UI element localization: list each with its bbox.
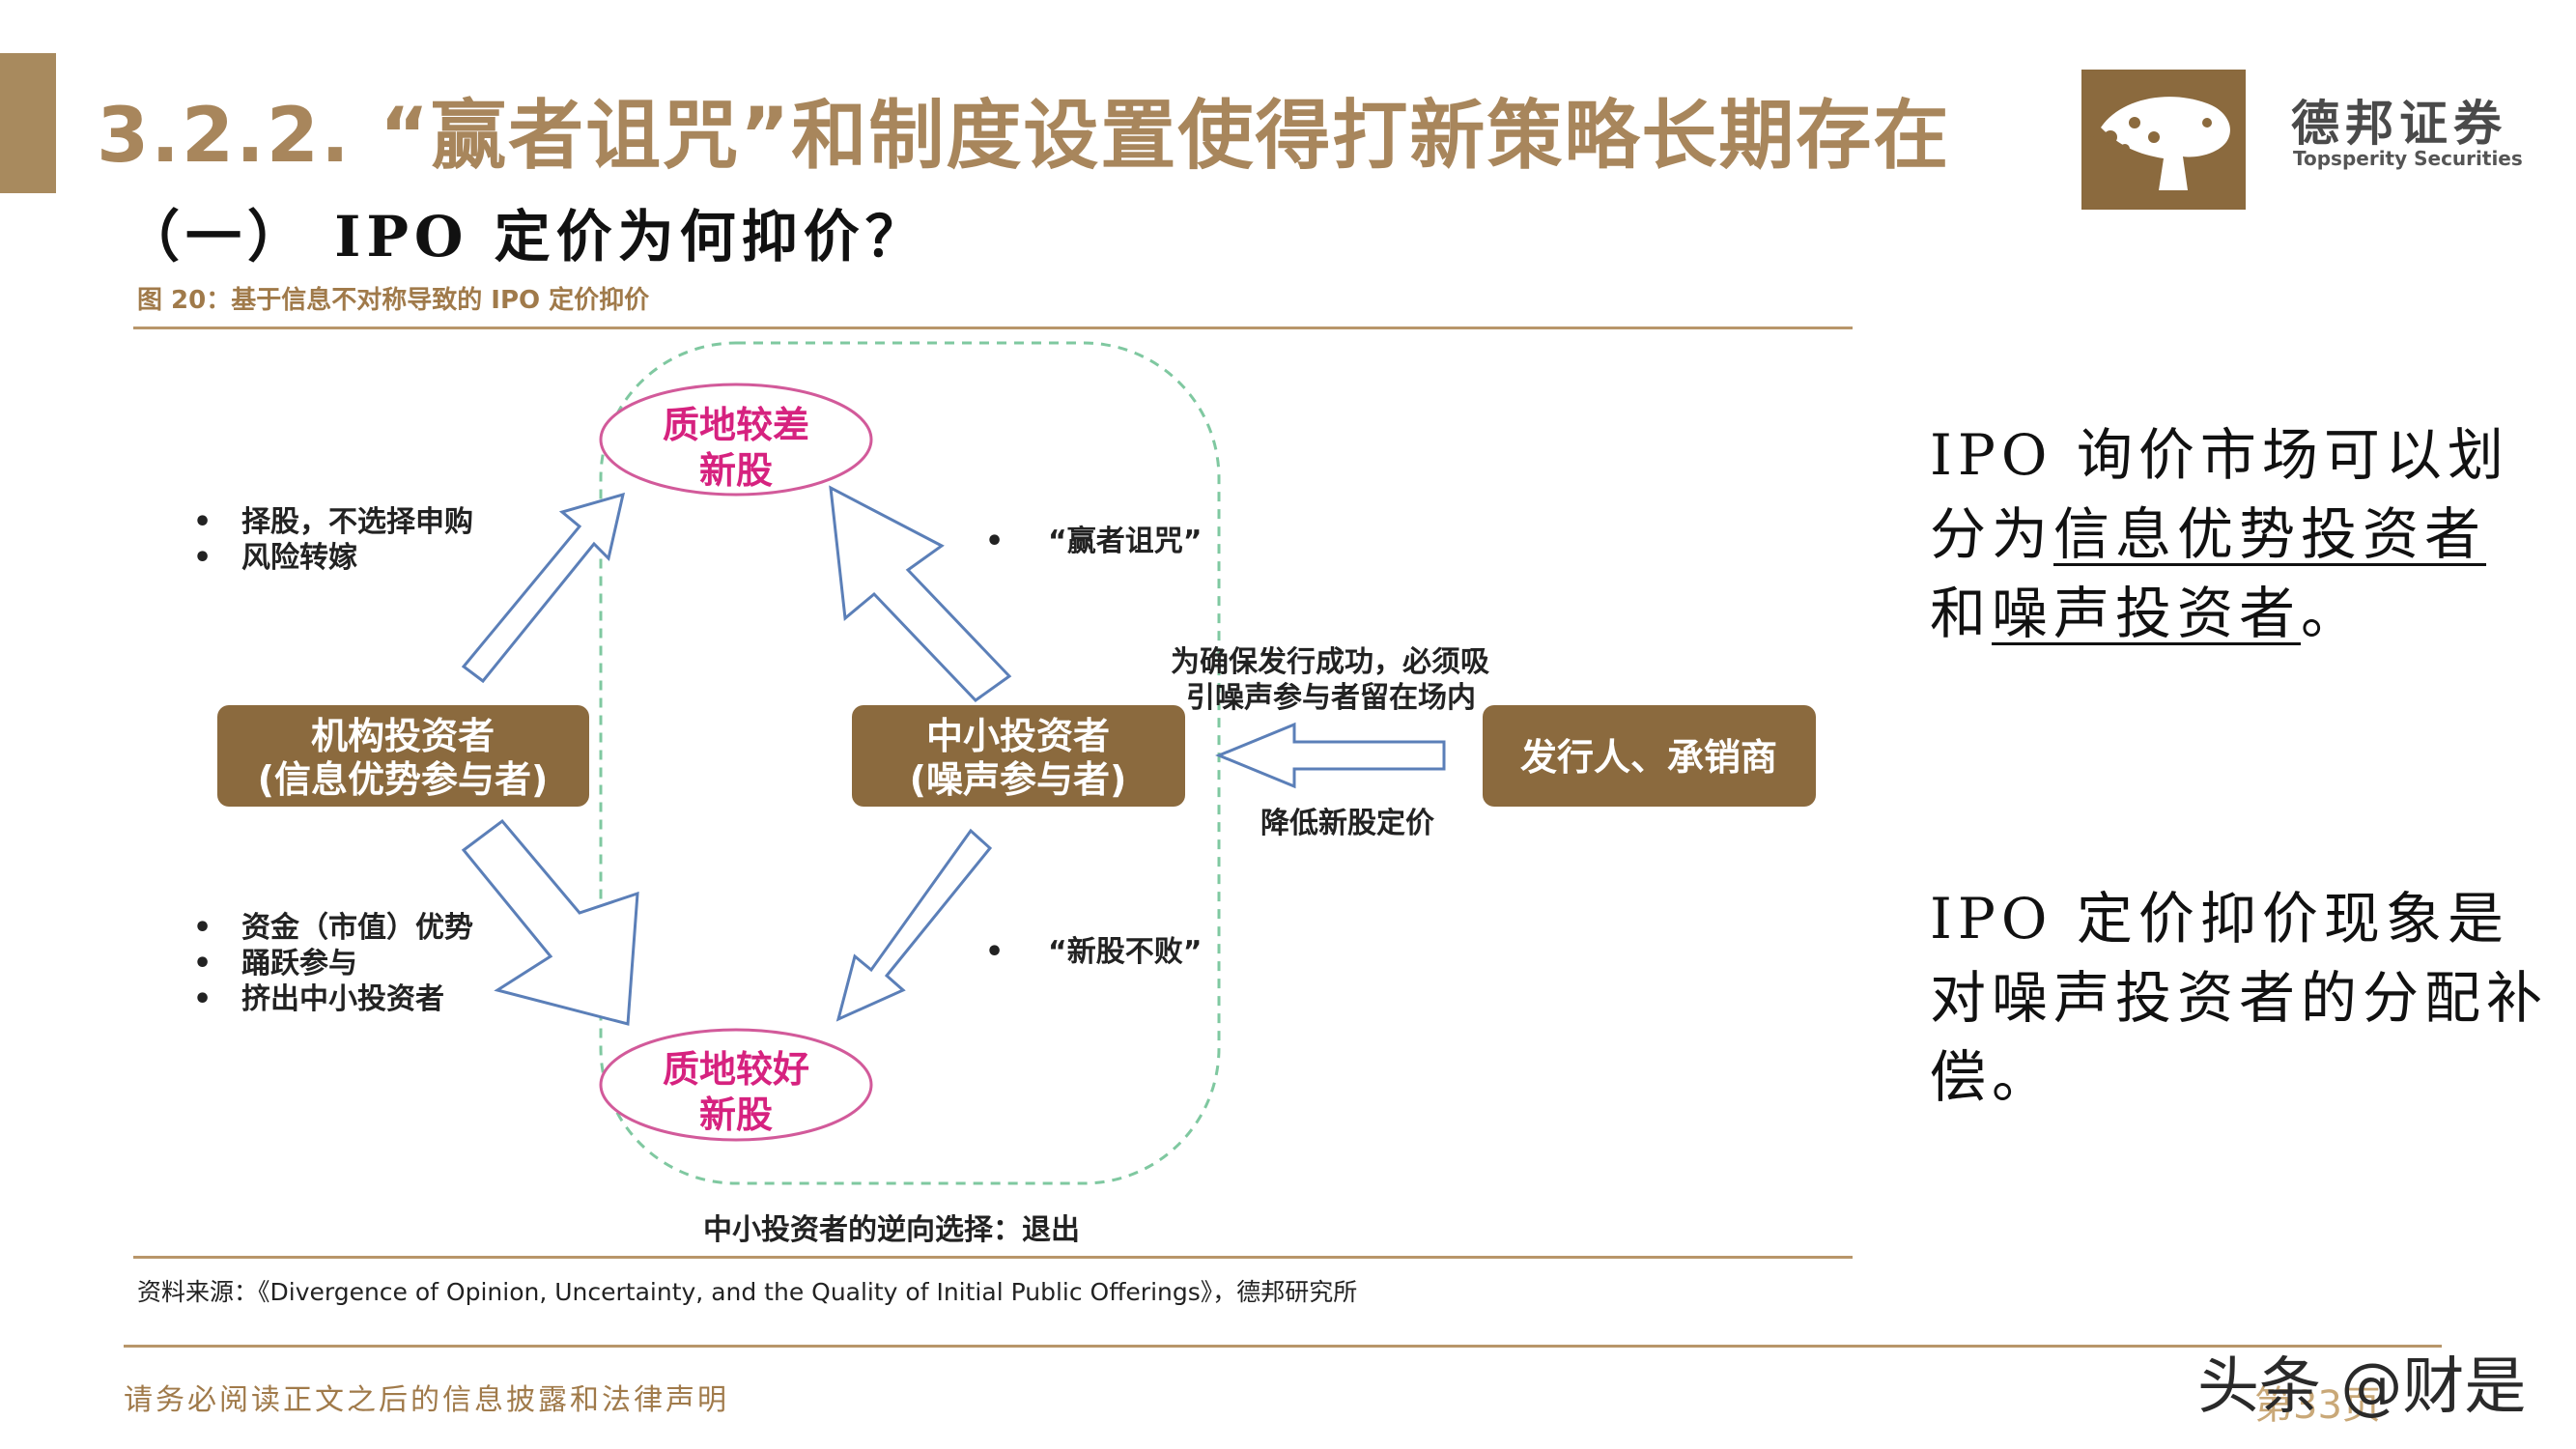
- arrow-retail-to-good: [835, 828, 993, 1022]
- arrow-retail-to-poor: [829, 485, 1012, 702]
- issuer-label: 发行人、承销商: [1520, 736, 1777, 779]
- p1-noise-investors: 噪声投资者: [1992, 581, 2302, 646]
- inst-up-bullet-2: 风险转嫁: [241, 541, 357, 575]
- page-number: 第33页: [2254, 1383, 2381, 1428]
- exit-label: 中小投资者的逆向选择：退出: [703, 1213, 1080, 1247]
- inst-down-bullet-2: 踊跃参与: [241, 947, 357, 980]
- bullet-dot: •: [985, 935, 1004, 969]
- poor-stock-ellipse: [599, 383, 873, 497]
- logo-name-en: Topsperity Securities: [2293, 147, 2523, 170]
- poor-stock-label-1: 质地较差: [663, 404, 809, 446]
- bullet-dot: •: [193, 911, 212, 945]
- title-accent-bar: [0, 53, 56, 193]
- good-stock-ellipse: [599, 1028, 873, 1142]
- retail-label-2: (噪声参与者): [910, 758, 1127, 801]
- inst-down-bullet-3: 挤出中小投资者: [241, 982, 444, 1016]
- winners-curse-label: “赢者诅咒”: [1048, 525, 1202, 558]
- retail-investor-box: [852, 705, 1185, 807]
- issuer-note-2: 引噪声参与者留在场内: [1186, 681, 1476, 715]
- bullet-dot: •: [193, 541, 212, 575]
- figure-top-rule: [133, 327, 1853, 329]
- bullet-dot: •: [193, 505, 212, 539]
- p1-text-c: 和: [1930, 581, 1993, 646]
- footer-disclaimer: 请务必阅读正文之后的信息披露和法律声明: [124, 1383, 729, 1417]
- institutional-investor-box: [217, 705, 589, 807]
- arrow-issuer-to-retail: [1215, 722, 1446, 789]
- institutional-label-1: 机构投资者: [311, 715, 495, 757]
- inst-down-bullet-1: 资金（市值）优势: [241, 911, 473, 945]
- section-subtitle: （一） IPO 定价为何抑价？: [124, 204, 927, 270]
- paragraph-market-split: IPO 询价市场可以划分为信息优势投资者和噪声投资者。: [1930, 415, 2548, 653]
- poor-stock-label-2: 新股: [699, 449, 773, 492]
- figure-caption: 图 20：基于信息不对称导致的 IPO 定价抑价: [137, 286, 650, 315]
- p1-text-a: IPO 询价市场可以划分为: [1930, 422, 2509, 567]
- arrow-institutional-to-poor: [461, 492, 626, 684]
- bullet-dot: •: [193, 947, 212, 980]
- paragraph-underpricing-compensation: IPO 定价抑价现象是对噪声投资者的分配补偿。: [1930, 886, 2549, 1110]
- leopard-logo-icon: [2081, 70, 2246, 210]
- arrow-institutional-to-good: [461, 818, 639, 1026]
- issuer-underwriter-box: [1483, 705, 1816, 807]
- good-stock-label-1: 质地较好: [663, 1048, 809, 1091]
- bullet-dot: •: [193, 982, 212, 1016]
- institutional-label-2: (信息优势参与者): [258, 758, 549, 801]
- footer-rule: [124, 1345, 2442, 1348]
- bullet-dot: •: [985, 525, 1004, 558]
- issuer-note-1: 为确保发行成功，必须吸: [1171, 645, 1489, 679]
- watermark: 头条 @财是: [2197, 1351, 2527, 1423]
- never-lose-label: “新股不败”: [1048, 935, 1202, 969]
- inst-up-bullet-1: 择股，不选择申购: [241, 505, 473, 539]
- slide-title: 3.2.2. “赢者诅咒”和制度设置使得打新策略长期存在: [97, 93, 1951, 180]
- good-stock-label-2: 新股: [699, 1094, 773, 1136]
- logo-name-cn: 德邦证券: [2291, 96, 2507, 152]
- p1-text-e: 。: [2301, 581, 2364, 646]
- lower-price-label: 降低新股定价: [1260, 807, 1434, 840]
- figure-source: 资料来源：《Divergence of Opinion, Uncertainty…: [137, 1278, 1358, 1306]
- market-dashed-boundary: [599, 341, 1221, 1185]
- figure-bottom-rule: [133, 1256, 1853, 1259]
- retail-label-1: 中小投资者: [926, 715, 1110, 757]
- p1-informed-investors: 信息优势投资者: [2053, 501, 2487, 567]
